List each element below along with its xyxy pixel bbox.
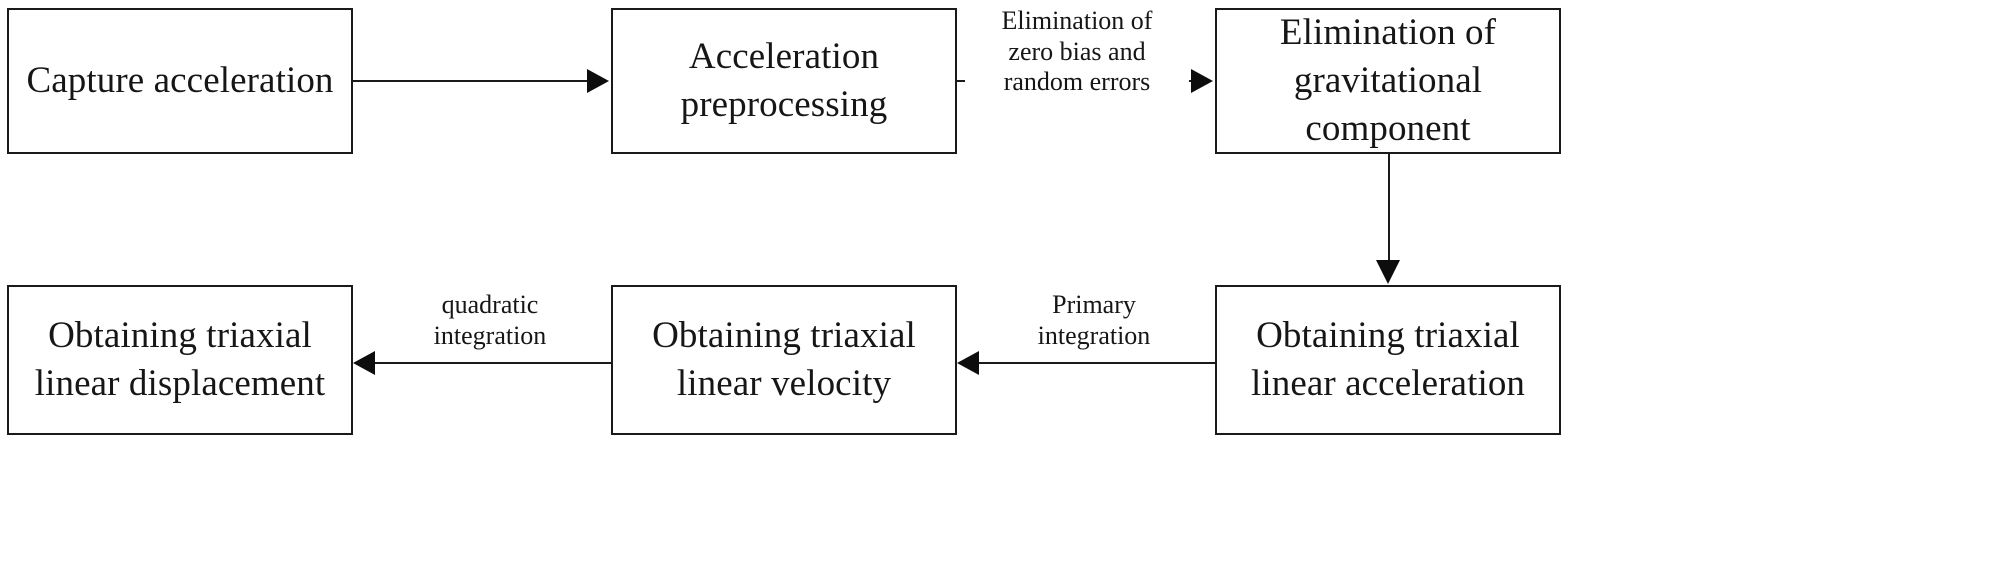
node-elimination-gravitational-component[interactable]: Elimination of gravitational component [1215, 8, 1561, 154]
node-obtaining-triaxial-linear-velocity-label: Obtaining triaxial linear velocity [652, 314, 916, 404]
node-obtaining-triaxial-linear-acceleration[interactable]: Obtaining triaxial linear acceleration [1215, 285, 1561, 435]
node-obtaining-triaxial-linear-acceleration-label: Obtaining triaxial linear acceleration [1250, 314, 1526, 404]
arrow-right-icon [587, 69, 609, 93]
arrow-left-icon [957, 351, 979, 375]
node-capture-acceleration-label: Capture acceleration [26, 59, 334, 101]
arrow-right-icon [1191, 69, 1213, 93]
edge-gravity-to-acceleration-line [1388, 154, 1390, 264]
arrow-left-icon [353, 351, 375, 375]
node-elimination-gravitational-component-label: Elimination of gravitational component [1279, 11, 1497, 150]
node-obtaining-triaxial-linear-velocity[interactable]: Obtaining triaxial linear velocity [611, 285, 957, 435]
edge-preprocessing-to-gravity-label: Elimination of zero bias and random erro… [965, 6, 1189, 99]
edge-acceleration-to-velocity-line [979, 362, 1215, 364]
node-obtaining-triaxial-linear-displacement[interactable]: Obtaining triaxial linear displacement [7, 285, 353, 435]
edge-velocity-to-displacement-line [375, 362, 611, 364]
edge-velocity-to-displacement-label: quadratic integration [383, 290, 597, 352]
arrow-down-icon [1376, 260, 1400, 284]
node-obtaining-triaxial-linear-displacement-label: Obtaining triaxial linear displacement [34, 314, 326, 404]
node-capture-acceleration[interactable]: Capture acceleration [7, 8, 353, 154]
edge-acceleration-to-velocity-label: Primary integration [987, 290, 1201, 352]
edge-capture-to-preprocessing-line [353, 80, 589, 82]
node-acceleration-preprocessing[interactable]: Acceleration preprocessing [611, 8, 957, 154]
node-acceleration-preprocessing-label: Acceleration preprocessing [680, 35, 888, 125]
